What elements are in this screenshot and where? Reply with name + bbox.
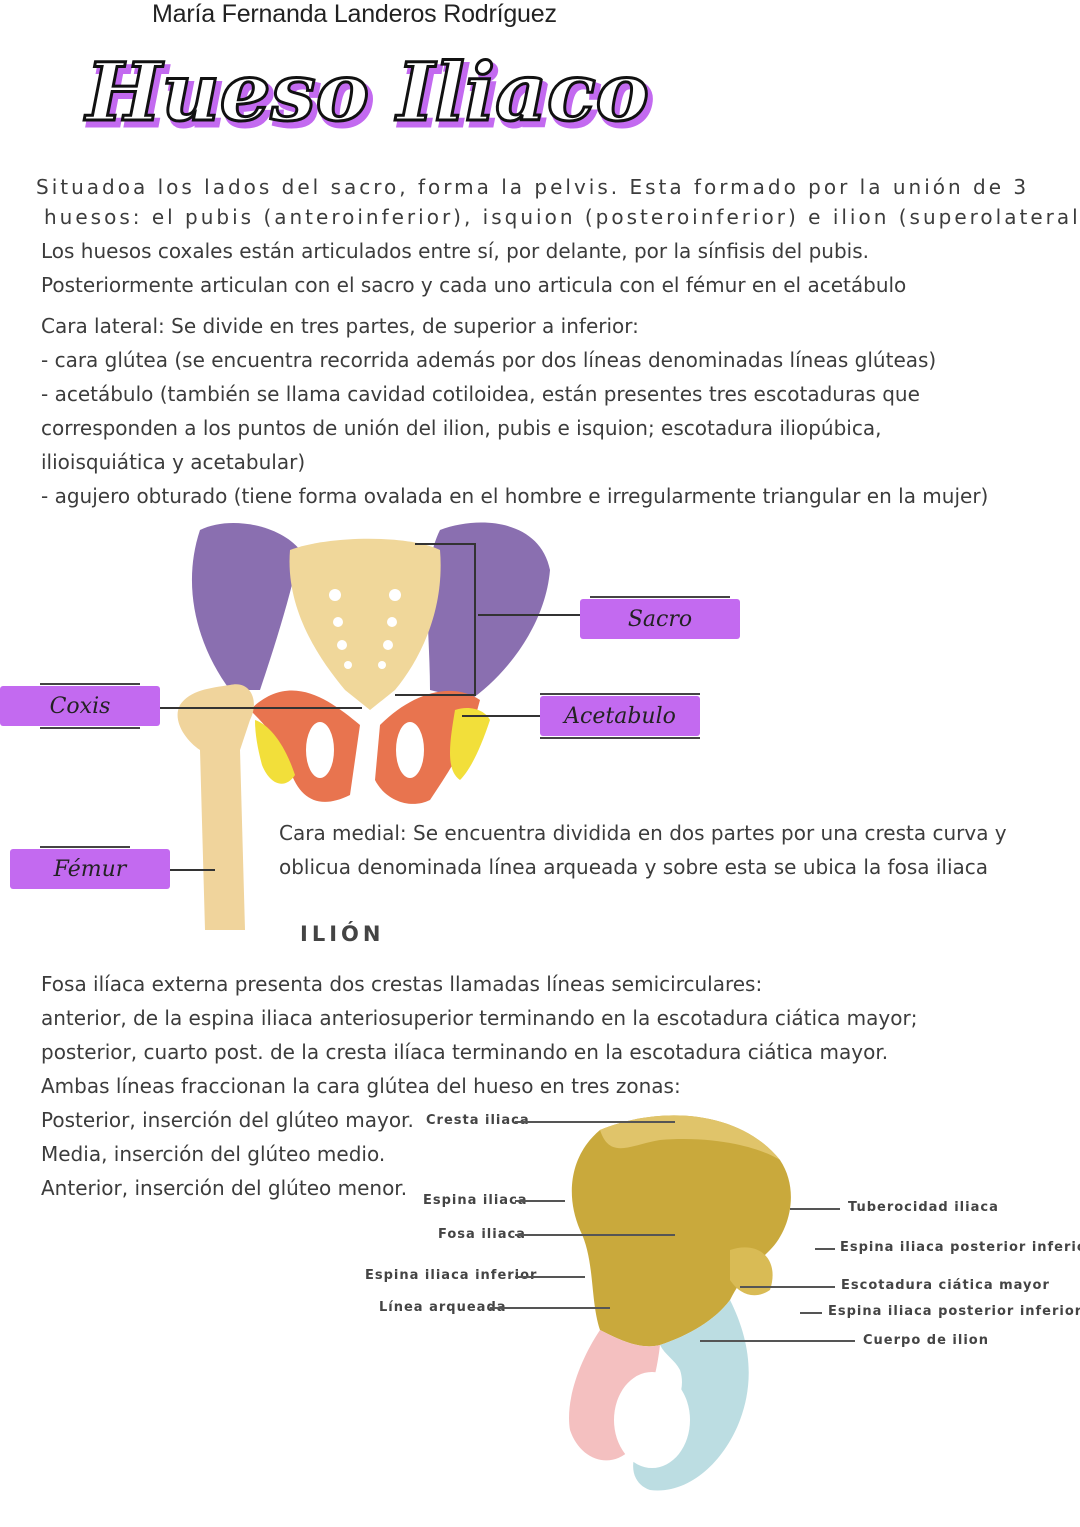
ilion-line-7: Anterior, inserción del glúteo menor. [41,1176,408,1200]
label-espina-iliaca-inferior: Espina iliaca inferior [365,1268,538,1283]
ilion-line-1: Fosa ilíaca externa presenta dos crestas… [41,972,763,996]
label-acetabulo: Acetabulo [540,693,700,739]
title-shadow: Hueso Iliaco [88,50,653,144]
lateral-line-2: - cara glútea (se encuentra recorrida ad… [41,348,937,372]
label-escotadura-ciatica: Escotadura ciática mayor [841,1278,1050,1293]
right-obturator [396,722,424,778]
title-text: Hueso Iliaco [84,45,649,139]
left-pubis [250,690,360,802]
iliac-crest [600,1115,780,1160]
label-espina-post-inf-2: Espina iliaca posterior inferior [828,1304,1080,1319]
sacral-foramina [329,589,401,669]
label-coxis: Coxis [0,683,160,729]
label-tuberocidad-iliaca: Tuberocidad iliaca [848,1200,999,1215]
lateral-line-6: - agujero obturado (tiene forma ovalada … [41,484,989,508]
label-espina-iliaca: Espina iliaca [423,1193,528,1208]
iliac-fossa [571,1115,791,1347]
auricular-surface [730,1247,773,1296]
lateral-line-3: - acetábulo (también se llama cavidad co… [41,382,920,406]
obturator-foramen [614,1372,690,1468]
ilion-line-5: Posterior, inserción del glúteo mayor. [41,1108,414,1132]
ilion-line-3: posterior, cuarto post. de la cresta ilí… [41,1040,889,1064]
right-ischium [450,708,490,780]
pelvis-illustration [160,522,585,930]
page-title: Hueso Iliaco Hueso Iliaco [83,44,656,147]
sacrum [289,538,441,710]
label-sacro: Sacro [580,596,740,639]
author-name: María Fernanda Landeros Rodríguez [152,0,557,28]
ilion-line-6: Media, inserción del glúteo medio. [41,1142,386,1166]
medial-line-2: oblicua denominada línea arqueada y sobr… [279,855,989,879]
left-ischium [255,720,295,784]
lateral-line-1: Cara lateral: Se divide en tres partes, … [41,314,639,338]
lateral-line-4: corresponden a los puntos de unión del i… [41,416,882,440]
ilion-line-4: Ambas líneas fraccionan la cara glútea d… [41,1074,681,1098]
medial-line-1: Cara medial: Se encuentra dividida en do… [279,821,1007,845]
label-cuerpo-ilion: Cuerpo de ilion [863,1333,989,1348]
ilion-heading: ILIÓN [300,922,385,946]
lateral-line-5: ilioisquiática y acetabular) [41,450,306,474]
femur [177,684,254,930]
ilion-line-2: anterior, de la espina iliaca anteriosup… [41,1006,918,1030]
left-obturator [306,722,334,778]
label-espina-post-inf-1: Espina iliaca posterior inferior [840,1240,1080,1255]
intro-line-3: Los huesos coxales están articulados ent… [41,239,869,263]
intro-line-2: huesos: el pubis (anteroinferior), isqui… [44,205,1080,229]
label-cresta-iliaca: Cresta iliaca [426,1113,530,1128]
label-femur: Fémur [10,846,170,889]
left-ilium [191,522,300,690]
label-linea-arqueada: Línea arqueada [379,1300,507,1315]
right-ilium [427,522,550,700]
intro-line-4: Posteriormente articulan con el sacro y … [41,273,907,297]
ilium-illustration [569,1115,791,1491]
intro-line-1: Situadoa los lados del sacro, forma la p… [36,175,1030,199]
label-fosa-iliaca: Fosa iliaca [438,1227,526,1242]
